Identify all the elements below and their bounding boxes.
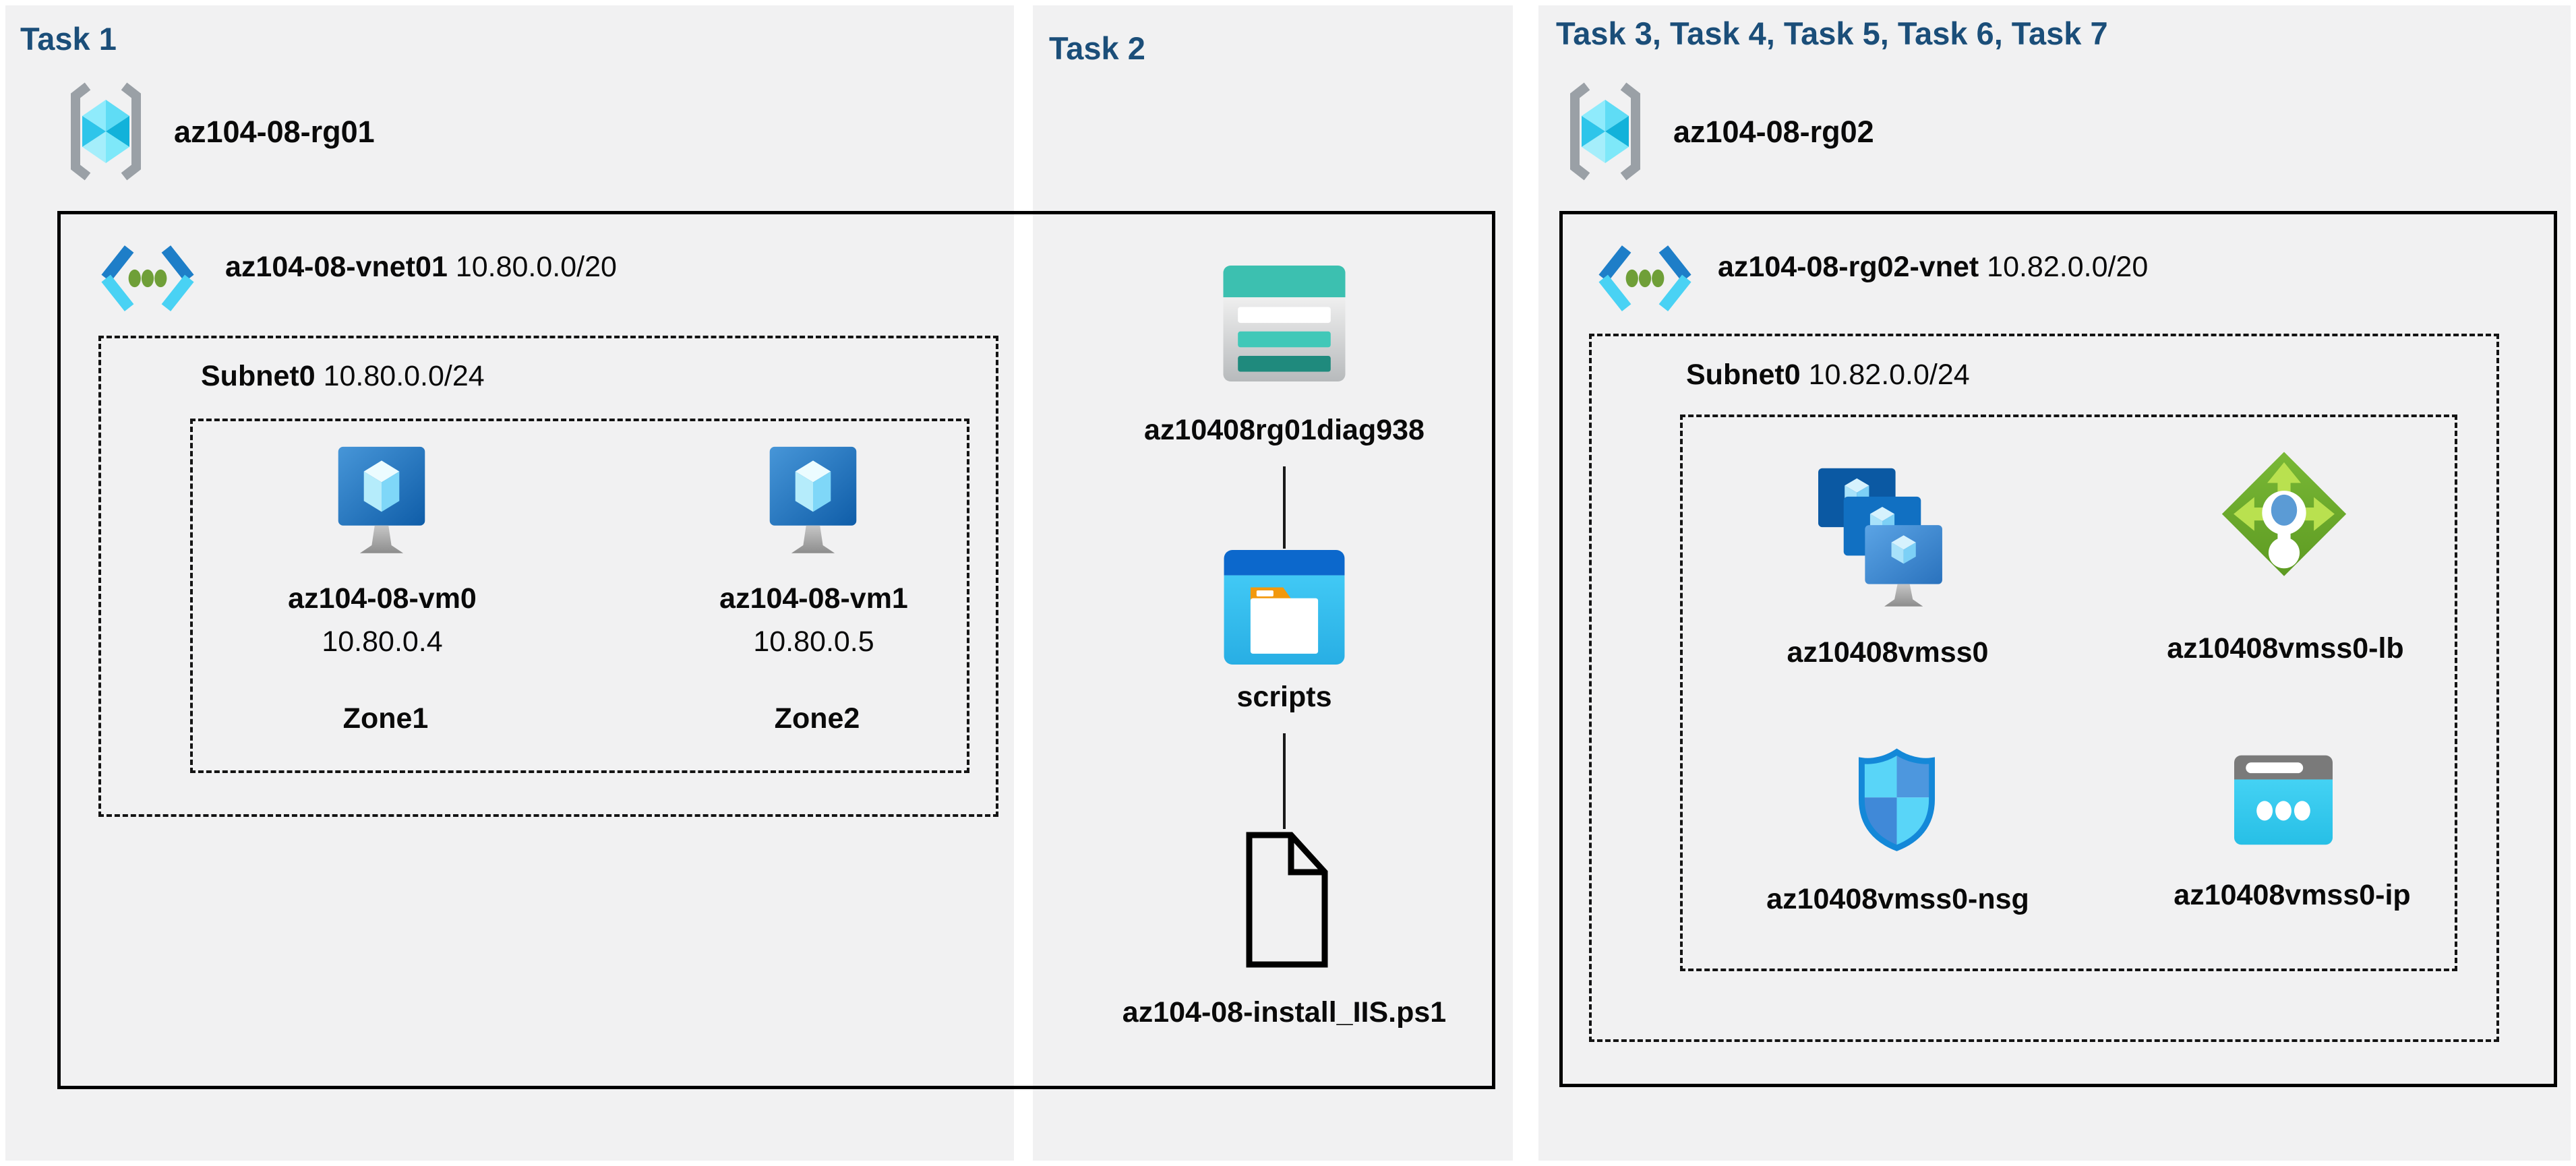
vnet2-box	[1559, 211, 2557, 1087]
subnet-cidr: 10.82.0.0/24	[1808, 359, 1970, 391]
vnet-cidr: 10.82.0.0/20	[1987, 251, 2149, 283]
subnet-cidr: 10.80.0.0/24	[323, 360, 485, 392]
subnet-name: Subnet0	[201, 360, 316, 392]
subnet-label: Subnet0 10.80.0.0/24	[201, 360, 485, 393]
vnet-name: az104-08-vnet01	[225, 251, 448, 283]
task3-column	[1538, 5, 2571, 1161]
virtual-network-icon	[1594, 240, 1696, 317]
resource-group-name: az104-08-rg02	[1673, 115, 1874, 149]
public-ip-icon	[2234, 755, 2333, 845]
container-name: scripts	[1236, 681, 1332, 713]
virtual-network-icon	[96, 240, 199, 317]
vnet-label: az104-08-vnet01 10.80.0.0/20	[225, 251, 617, 284]
connector-storage-to-container	[1283, 466, 1286, 549]
vm-name: az104-08-vm1	[719, 582, 908, 615]
vmss-name: az10408vmss0	[1787, 636, 1989, 669]
subnet-name: Subnet0	[1686, 359, 1801, 391]
vm-zone: Zone2	[774, 702, 860, 735]
task1-header: Task 1	[20, 21, 117, 57]
load-balancer-name: az10408vmss0-lb	[2167, 632, 2404, 665]
subnet2-box	[1589, 334, 2499, 1042]
vnet-cidr: 10.80.0.0/20	[455, 251, 617, 283]
connector-container-to-file	[1283, 733, 1286, 829]
public-ip-name: az10408vmss0-ip	[2174, 879, 2411, 911]
resource-group-icon	[1561, 81, 1649, 182]
blob-container-icon	[1224, 550, 1345, 665]
virtual-machine-icon	[332, 445, 431, 558]
task2-header: Task 2	[1049, 30, 1145, 66]
storage-account-icon	[1223, 266, 1346, 381]
virtual-machine-icon	[763, 445, 863, 558]
vm-name: az104-08-vm0	[288, 582, 477, 615]
subnet-label: Subnet0 10.82.0.0/24	[1686, 359, 1970, 392]
task1-column	[5, 5, 1014, 1161]
script-file-icon	[1244, 830, 1330, 969]
storage-account-name: az10408rg01diag938	[1144, 414, 1425, 446]
task3-header: Task 3, Task 4, Task 5, Task 6, Task 7	[1556, 16, 2108, 51]
load-balancer-icon	[2219, 446, 2349, 603]
vm-ip: 10.80.0.5	[753, 625, 874, 658]
vnet-name: az104-08-rg02-vnet	[1718, 251, 1979, 283]
resource-group-name: az104-08-rg01	[174, 115, 375, 149]
vm-scale-set-icon	[1816, 453, 1948, 627]
vnet-label: az104-08-rg02-vnet 10.82.0.0/20	[1718, 251, 2148, 284]
vm-zone: Zone1	[342, 702, 429, 735]
vmss-group-box	[1680, 415, 2457, 971]
subnet1-box	[98, 336, 998, 817]
nsg-name: az10408vmss0-nsg	[1766, 883, 2029, 915]
vm-group-box	[190, 419, 969, 773]
resource-group-icon	[62, 81, 150, 182]
vm-ip: 10.80.0.4	[322, 625, 443, 658]
network-security-group-icon	[1854, 740, 1940, 860]
script-file-name: az104-08-install_IIS.ps1	[1122, 996, 1447, 1029]
vnet1-box	[57, 211, 1495, 1089]
